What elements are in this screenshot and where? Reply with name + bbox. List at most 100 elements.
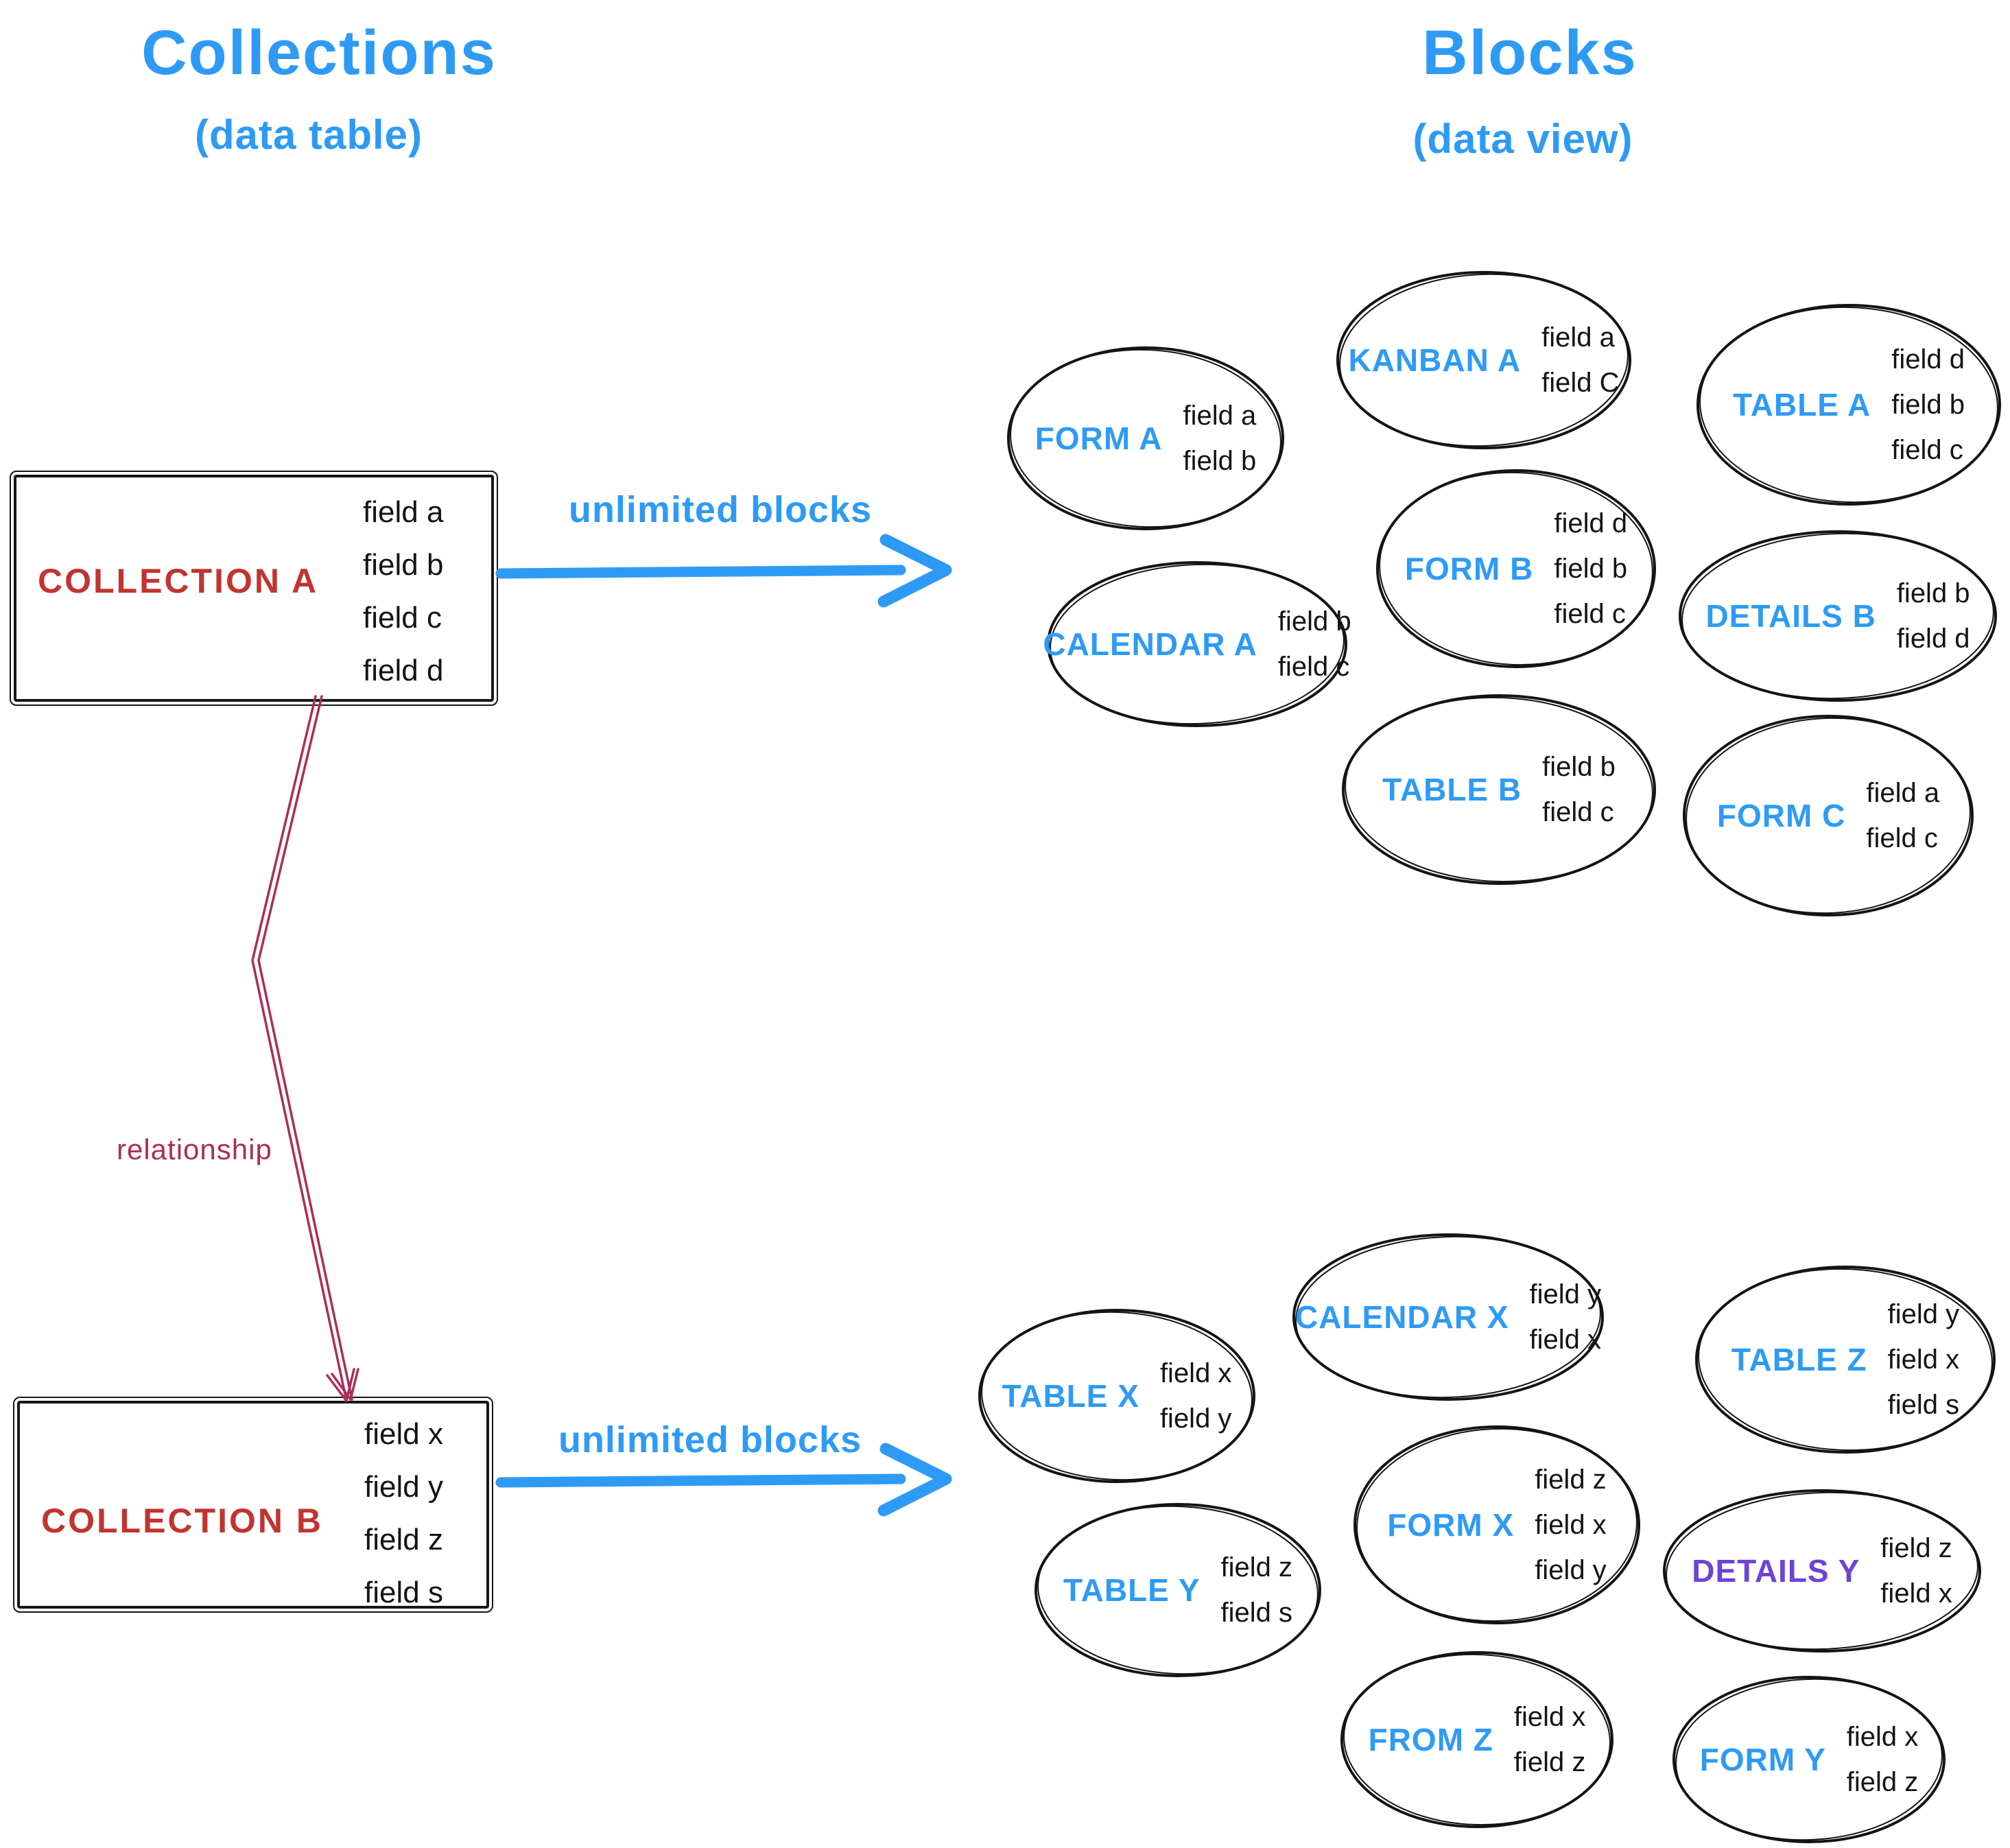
block-field: field C <box>1541 368 1620 398</box>
block-field: field z <box>1535 1465 1607 1495</box>
block-field: field b <box>1277 606 1351 637</box>
block-calendar-a: CALENDAR A field b field c <box>1043 559 1351 729</box>
block-field: field y <box>1529 1279 1602 1310</box>
block-field: field x <box>1529 1325 1602 1355</box>
block-kanban-a: KANBAN A field a field C <box>1334 269 1633 451</box>
block-fields: field b field c <box>1278 606 1351 683</box>
block-field: field c <box>1866 823 1938 853</box>
block-fields: field d field b field c <box>1554 508 1627 630</box>
block-field: field z <box>1880 1533 1952 1563</box>
ellipse-outline <box>1336 271 1631 449</box>
block-fields: field d field b field c <box>1891 344 1965 466</box>
ellipse-outline <box>1342 694 1656 885</box>
block-fields: field x field y <box>1160 1358 1232 1434</box>
block-form-c: FORM C field a field c <box>1681 713 1976 919</box>
block-fields: field a field C <box>1541 322 1619 399</box>
block-field: field c <box>1554 599 1626 629</box>
blocks-title: Blocks <box>1422 18 1637 88</box>
block-table-b: TABLE B field b field c <box>1340 692 1658 887</box>
block-fields: field z field x field y <box>1535 1464 1607 1586</box>
block-field: field x <box>1513 1702 1586 1732</box>
ellipse-outline <box>1047 561 1347 727</box>
block-label: FROM Z <box>1368 1722 1493 1757</box>
ellipse-outline <box>1663 1489 1981 1652</box>
block-field: field x <box>1535 1510 1607 1540</box>
collection-b-fields: field x field y field z field s <box>364 1417 443 1610</box>
block-fields: field b field c <box>1542 751 1616 828</box>
ellipse-outline <box>1695 1266 1996 1454</box>
ellipse-outline <box>1696 304 2001 506</box>
collection-a-fields: field a field b field c field d <box>363 495 443 688</box>
block-field: field d <box>1554 508 1628 538</box>
ellipse-outline <box>1376 469 1656 668</box>
block-field: field x <box>1880 1578 1952 1609</box>
block-table-a: TABLE A field d field b field c <box>1694 302 2003 508</box>
block-label: KANBAN A <box>1348 342 1522 378</box>
block-label: FORM C <box>1716 798 1846 833</box>
block-field: field s <box>1887 1390 1960 1420</box>
block-from-z: FROM Z field x field z <box>1338 1649 1616 1830</box>
block-field: field b <box>1542 752 1616 782</box>
relationship-label: relationship <box>117 1133 272 1165</box>
ellipse-outline <box>1340 1651 1613 1828</box>
collection-b-box: COLLECTION B field x field y field z fie… <box>13 1397 493 1613</box>
block-field: field d <box>1891 344 1965 375</box>
ellipse-outline <box>1007 346 1284 530</box>
block-field: field b <box>1554 554 1628 584</box>
block-field: field x <box>1846 1722 1919 1752</box>
block-field: field z <box>1513 1747 1586 1777</box>
block-label: FORM A <box>1034 420 1163 456</box>
block-calendar-x: CALENDAR X field y field x <box>1290 1231 1606 1403</box>
collections-title: Collections <box>141 18 497 88</box>
block-field: field a <box>1541 322 1615 353</box>
block-label: TABLE Y <box>1063 1572 1201 1608</box>
block-label: TABLE B <box>1382 772 1522 807</box>
collection-field: field a <box>363 495 444 529</box>
block-fields: field z field s <box>1221 1552 1293 1628</box>
block-fields: field x field z <box>1514 1701 1586 1778</box>
block-field: field b <box>1183 446 1257 476</box>
block-field: field s <box>1220 1598 1293 1628</box>
collection-field: field x <box>364 1417 443 1451</box>
block-label: DETAILS B <box>1705 598 1876 634</box>
collection-field: field c <box>363 601 442 635</box>
block-field: field b <box>1891 390 1965 420</box>
block-field: field z <box>1220 1552 1293 1583</box>
collection-field: field z <box>364 1523 443 1556</box>
block-details-b: DETAILS B field b field d <box>1677 528 1999 704</box>
block-fields: field z field x <box>1880 1532 1952 1609</box>
block-field: field c <box>1542 797 1614 827</box>
ellipse-outline <box>1034 1503 1321 1677</box>
ellipse-outline <box>1292 1233 1604 1401</box>
block-fields: field x field z <box>1847 1721 1919 1798</box>
block-field: field y <box>1887 1299 1960 1329</box>
unlimited-blocks-arrow-bottom <box>495 1443 952 1517</box>
blocks-subtitle: (data view) <box>1412 116 1633 162</box>
collection-field: field b <box>363 548 444 582</box>
ellipse-outline <box>1683 715 1974 916</box>
ellipse-outline <box>1353 1425 1640 1624</box>
collection-field: field y <box>364 1470 443 1504</box>
collection-a-label: COLLECTION A <box>38 562 319 600</box>
block-form-x: FORM X field z field x field y <box>1351 1423 1642 1626</box>
block-field: field z <box>1846 1767 1919 1797</box>
block-fields: field b field d <box>1897 578 1970 654</box>
block-fields: field y field x <box>1530 1279 1602 1355</box>
block-field: field y <box>1159 1403 1232 1434</box>
block-fields: field a field b <box>1183 400 1256 477</box>
block-field: field x <box>1887 1344 1960 1375</box>
block-label: TABLE X <box>1002 1378 1139 1414</box>
block-table-z: TABLE Z field y field x field s <box>1693 1264 1998 1456</box>
block-field: field a <box>1183 401 1257 431</box>
ellipse-outline <box>1679 530 1997 702</box>
collection-a-box: COLLECTION A field a field b field c fie… <box>10 471 498 706</box>
block-label: TABLE A <box>1733 387 1871 423</box>
collection-field: field s <box>364 1576 443 1609</box>
block-label: FORM B <box>1404 551 1534 587</box>
relationship-arrow <box>251 695 359 1402</box>
block-field: field c <box>1277 652 1350 682</box>
block-label: FORM Y <box>1699 1742 1826 1777</box>
block-form-b: FORM B field d field b field c <box>1374 467 1658 670</box>
block-details-y: DETAILS Y field z field x <box>1661 1487 1983 1655</box>
block-fields: field a field c <box>1866 777 1939 854</box>
